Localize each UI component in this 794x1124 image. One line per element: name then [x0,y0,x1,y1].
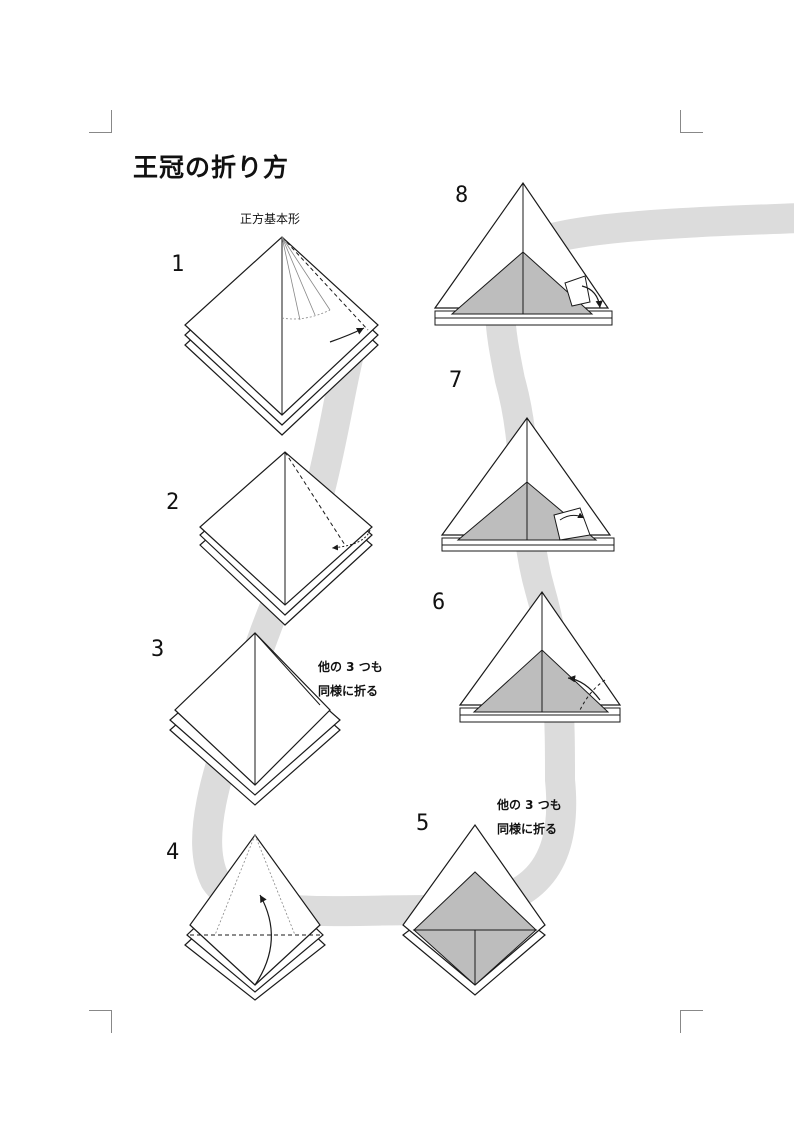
step-number-3: 3 [151,637,165,662]
page-title: 王冠の折り方 [133,153,290,182]
step-number-7: 7 [449,368,463,393]
step-6-diagram [458,590,622,723]
note-repeat-step-5: 他の 3 つも 同様に折る [497,793,562,841]
step-number-8: 8 [455,183,469,208]
subtitle-square-base: 正方基本形 [240,212,301,226]
step-7-diagram [440,416,615,552]
crop-mark-top-right [680,110,703,133]
note-line-2: 同様に折る [318,684,379,698]
step-number-6: 6 [432,590,446,615]
note-repeat-step-3: 他の 3 つも 同様に折る [318,655,383,703]
step-8-diagram [433,181,613,326]
step-5-diagram [402,823,546,996]
step-number-1: 1 [171,252,185,277]
step-number-2: 2 [166,490,180,515]
crop-mark-bottom-left [89,1010,112,1033]
step-3-diagram [169,632,341,806]
step-number-5: 5 [416,811,430,836]
note-line-1: 他の 3 つも [318,660,383,674]
step-number-4: 4 [166,840,180,865]
step-1-diagram [184,236,379,436]
crop-mark-top-left [89,110,112,133]
step-4-diagram [184,833,326,1001]
crop-mark-bottom-right [680,1010,703,1033]
note-line-2: 同様に折る [497,822,558,836]
note-line-1: 他の 3 つも [497,798,562,812]
step-2-diagram [199,451,373,626]
